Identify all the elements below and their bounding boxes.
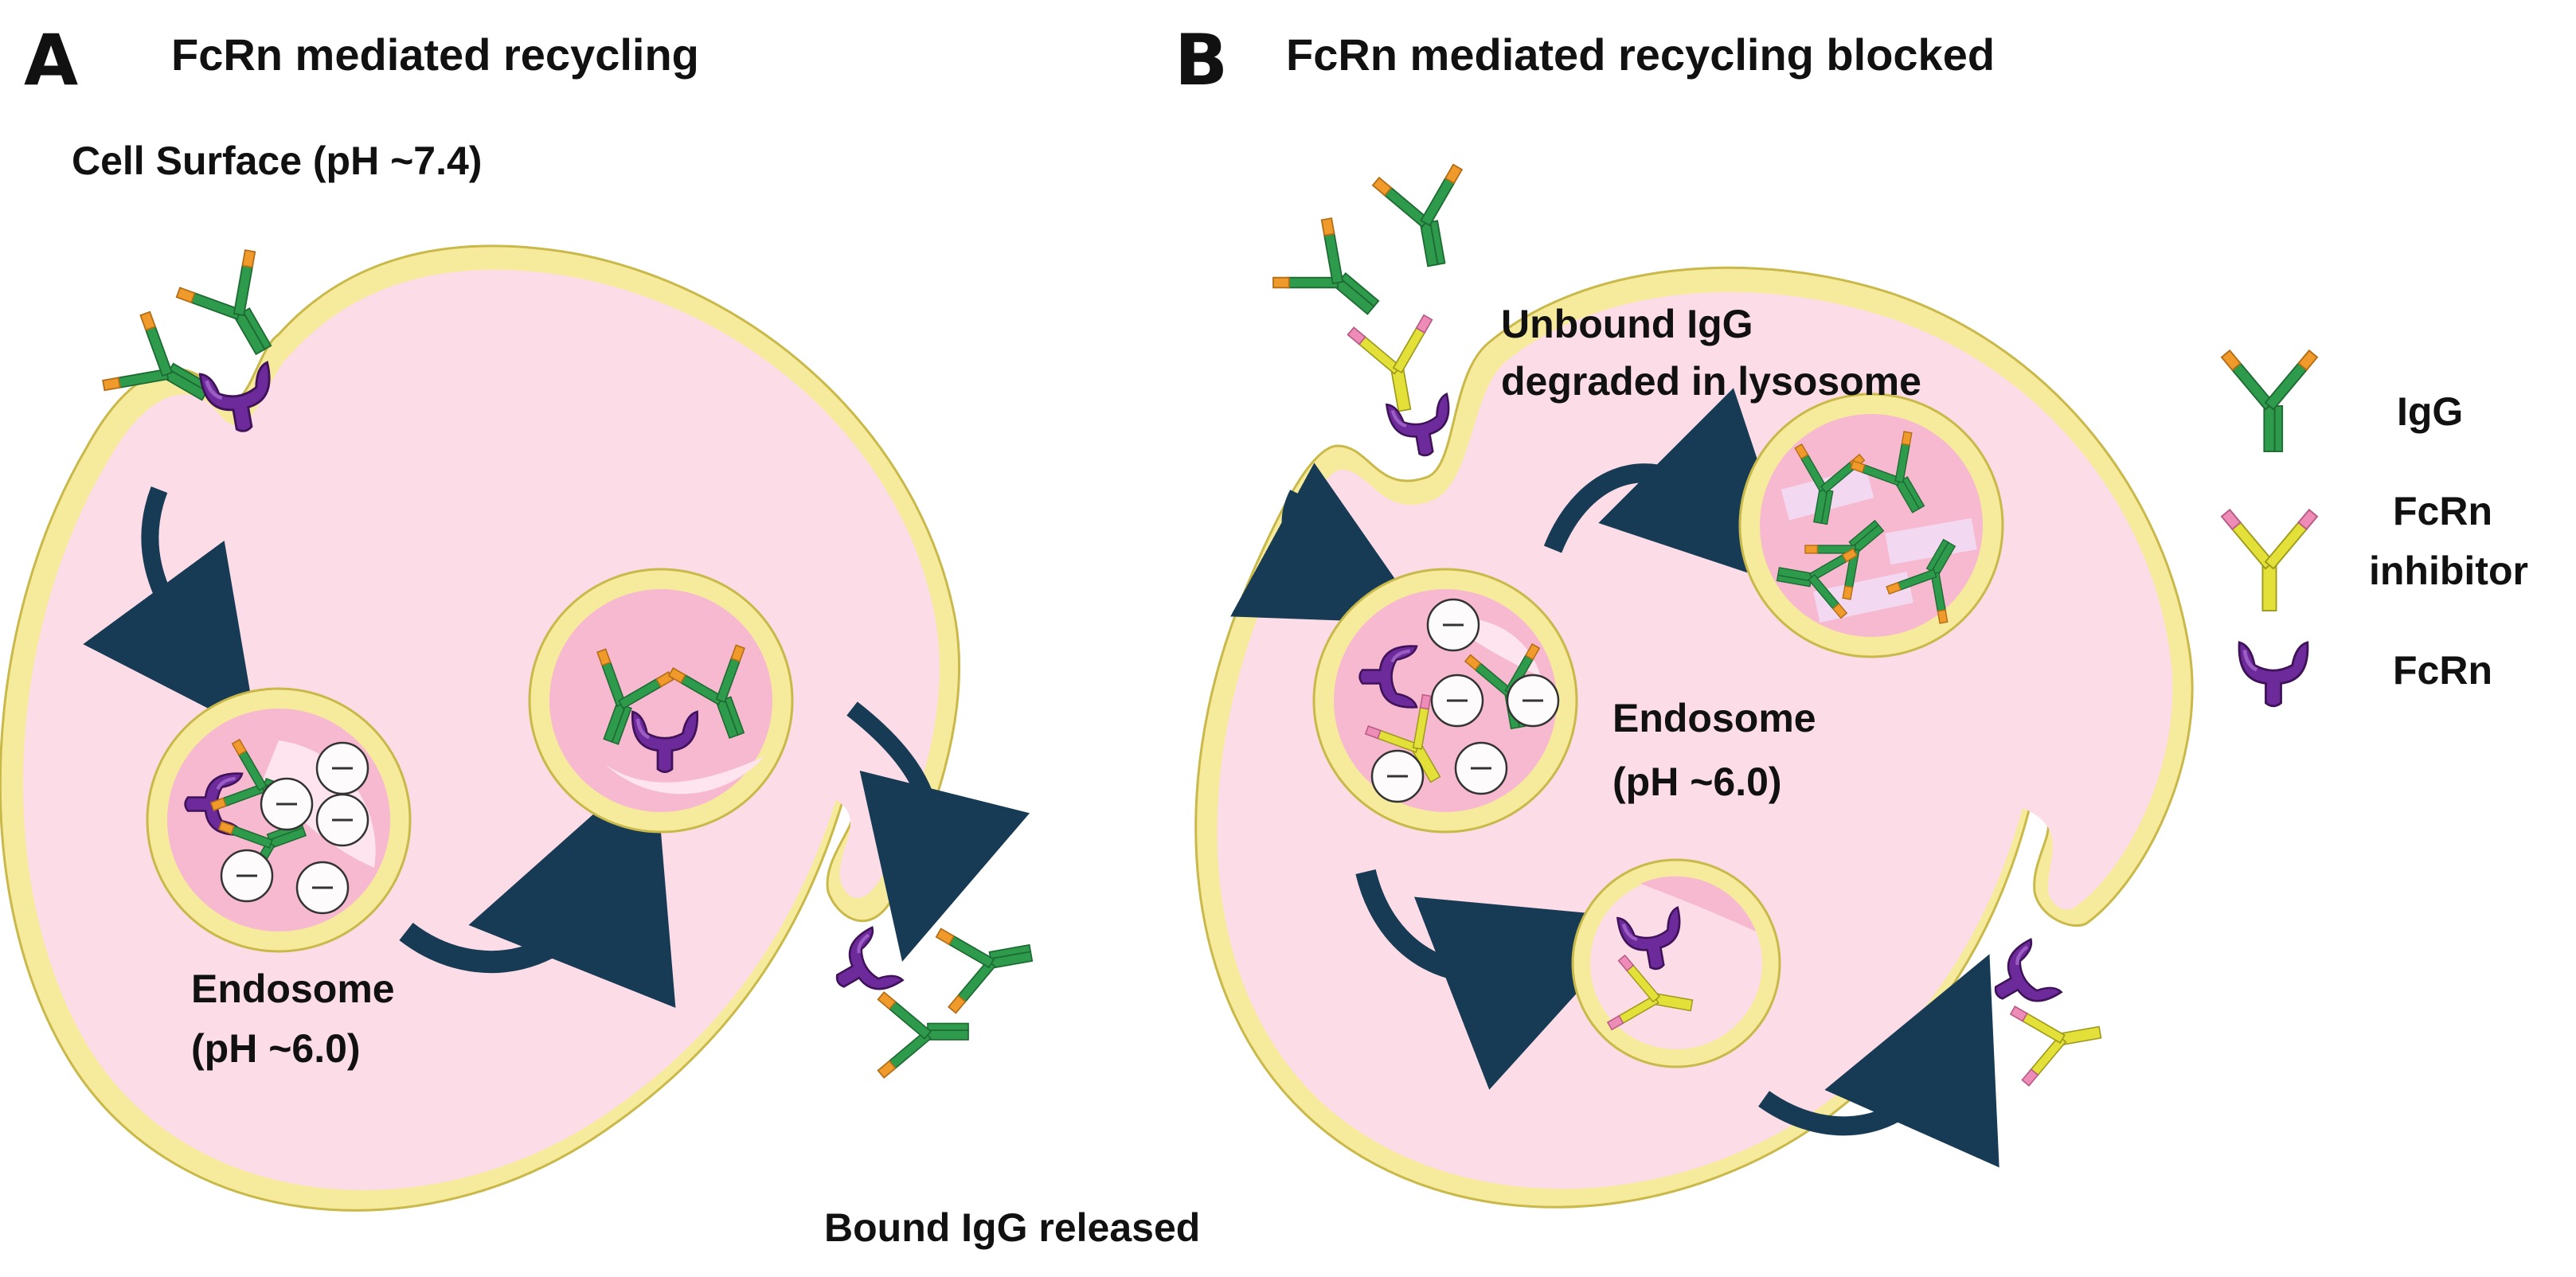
legend-fcrn-label: FcRn xyxy=(2393,648,2492,693)
panel-b xyxy=(1194,162,2194,1209)
igg-icon xyxy=(1370,162,1479,274)
endosome-a-label: Endosome xyxy=(191,967,395,1011)
panel-a-letter: A xyxy=(24,19,79,101)
arrow-to-vesicle-a xyxy=(399,760,676,1009)
lysosome xyxy=(1738,392,2004,658)
arrow-to-vesicle-b xyxy=(1355,869,1645,1090)
cytoplasm-a xyxy=(23,269,940,1190)
igg-icon xyxy=(1267,213,1401,346)
fcrn-inhibitor-icon xyxy=(1346,313,1448,419)
negative-charge-icon xyxy=(1370,749,1425,803)
panel-a-title: FcRn mediated recycling xyxy=(171,29,699,80)
panel-b-letter: B xyxy=(1175,19,1229,101)
legend xyxy=(2220,350,2319,706)
endosome-b-label: Endosome xyxy=(1612,696,1816,740)
endosome-a xyxy=(146,687,412,953)
fcrn-inhibitor-icon xyxy=(2008,992,2108,1088)
unbound-igg-label-line2: degraded in lysosome xyxy=(1501,359,1921,404)
legend-fcrn-icon xyxy=(2239,642,2308,706)
arrow-to-release-a xyxy=(846,701,1030,963)
panel-b-title: FcRn mediated recycling blocked xyxy=(1286,29,1996,80)
negative-charge-icon xyxy=(315,793,369,847)
bound-igg-released-label: Bound IgG released xyxy=(824,1205,1201,1250)
igg-icon xyxy=(934,913,1040,1015)
vesicle-b xyxy=(1571,858,1781,1068)
legend-igg-icon xyxy=(2220,350,2319,452)
vesicle-a xyxy=(528,568,794,834)
negative-charge-icon xyxy=(295,861,350,915)
panel-a xyxy=(0,244,1040,1212)
negative-charge-icon xyxy=(1454,741,1508,795)
unbound-igg-label-line1: Unbound IgG xyxy=(1501,302,1753,346)
arrow-to-endosome-b xyxy=(1230,463,1426,624)
negative-charge-icon xyxy=(220,849,274,903)
endosome-b-ph-label: (pH ~6.0) xyxy=(1612,760,1782,804)
legend-igg-label: IgG xyxy=(2397,389,2464,434)
fcrn-icon xyxy=(823,927,902,1009)
negative-charge-icon xyxy=(315,741,369,795)
negative-charge-icon xyxy=(1426,598,1480,652)
negative-charge-icon xyxy=(260,777,314,831)
negative-charge-icon xyxy=(1506,674,1560,728)
cell-surface-label: Cell Surface (pH ~7.4) xyxy=(72,139,483,183)
endosome-b xyxy=(1312,568,1578,834)
legend-fcrn-inhibitor-icon xyxy=(2220,509,2319,611)
arrow-to-lysosome-b xyxy=(1543,388,1801,591)
endosome-a-ph-label: (pH ~6.0) xyxy=(191,1026,361,1071)
legend-inhibitor-label-line1: FcRn xyxy=(2393,489,2492,533)
legend-inhibitor-label-line2: inhibitor xyxy=(2369,549,2528,593)
negative-charge-icon xyxy=(1430,674,1484,728)
arrow-to-surface-b xyxy=(1758,954,1999,1168)
arrow-to-endosome-a xyxy=(83,486,258,734)
fcrn-icon xyxy=(1981,939,2061,1021)
